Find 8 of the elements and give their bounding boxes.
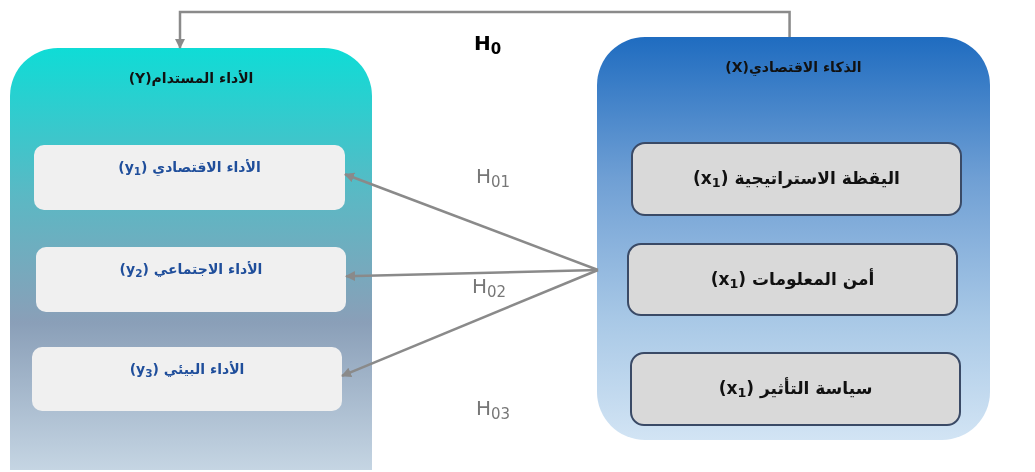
arrow: [344, 172, 599, 272]
panel-heading: الأداء المستدام(Y): [127, 69, 255, 88]
panel-heading: الذكاء الاقتصادي(X): [724, 58, 863, 78]
group-panel: [597, 37, 990, 440]
arrow: [175, 10, 791, 49]
arrow: [345, 268, 599, 282]
group-panel: [10, 48, 372, 470]
arrow: [341, 268, 599, 377]
